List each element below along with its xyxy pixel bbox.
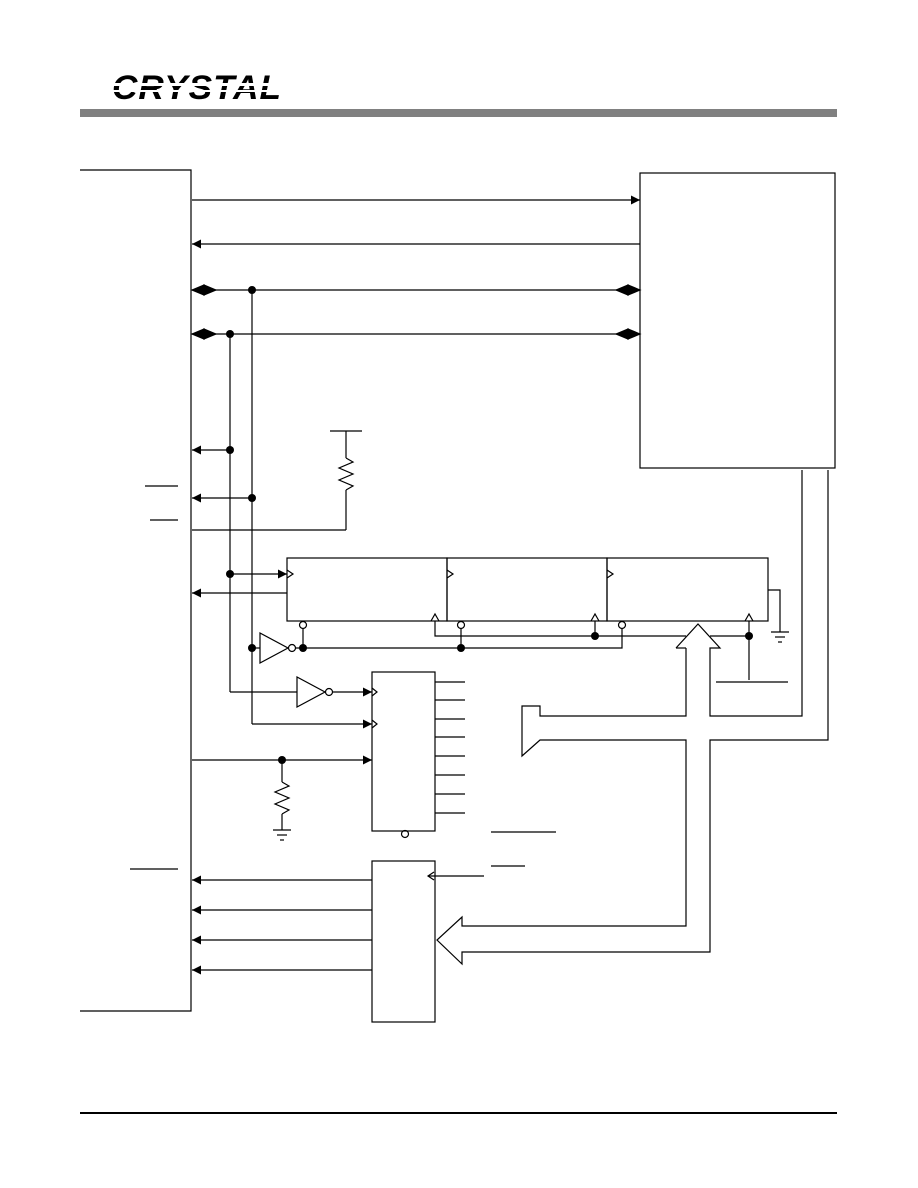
junction-dot-icon [248,494,256,502]
clock-edge-icon [430,612,440,622]
decoder-outputs [435,681,465,814]
ground-icon [771,631,789,643]
junction-dot-icon [457,644,465,652]
shift-register-3 [606,557,769,622]
pulldown-resistor [273,760,291,841]
inverter-icon [259,631,290,665]
clock-edge-icon [446,569,455,579]
inversion-bubble [456,620,466,630]
clock-edge-icon [606,569,615,579]
ground-icon [273,829,291,841]
junction-dot-icon [226,446,234,454]
microcontroller-block [80,169,192,1012]
inverter-icon [296,675,327,709]
junction-dots [226,286,753,764]
bidirectional-line-2 [190,328,642,340]
logo-text: CRYSTAL [112,69,282,107]
converter-block [639,172,836,469]
footer-rule [80,1112,837,1114]
junction-dot-icon [248,644,256,652]
inversion-bubble [617,620,627,630]
shift-register-1 [286,557,448,622]
shift-register-2 [446,557,608,622]
bus-arrow-icon [675,470,803,717]
bidirectional-line-1 [190,284,642,296]
chain-line [434,621,686,637]
junction-dot-icon [226,570,234,578]
crystal-logo-icon: CRYSTAL [108,69,288,107]
buffer-block [371,860,436,1023]
junction-dot-icon [248,286,256,294]
clock-edge-icon [286,569,295,579]
register-ground-line [768,589,781,632]
junction-dot-icon [745,632,753,640]
load-line [296,629,623,649]
clock-edge-icon [590,612,600,622]
junction-dot-icon [591,632,599,640]
junction-dot-icon [299,644,307,652]
inversion-bubble [298,620,308,630]
junction-dot-icon [278,756,286,764]
resistor-icon [337,457,355,491]
resistor-icon [273,781,291,815]
junction-dot-icon [226,330,234,338]
clock-edge-icon [744,612,754,622]
header-rule [80,109,837,117]
decoder-block [371,671,436,832]
inversion-bubble [400,829,410,839]
pullup-resistor [192,430,362,531]
